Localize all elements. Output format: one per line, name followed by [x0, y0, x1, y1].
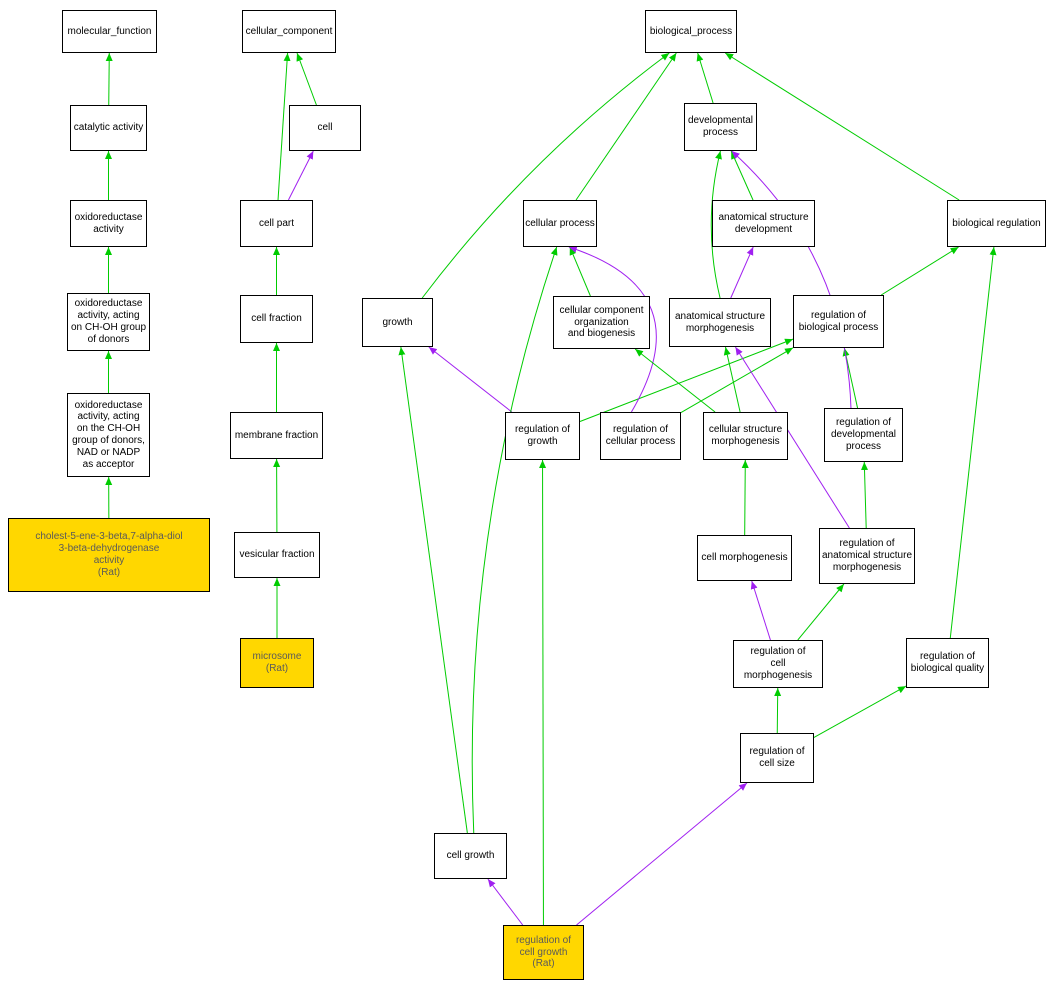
node-label: regulation of cellular process — [605, 424, 676, 447]
edge-rcm-rasm — [797, 583, 845, 641]
node-label: cell growth — [446, 850, 495, 862]
node-label: microsome (Rat) — [252, 651, 302, 674]
node-cproc[interactable]: cellular process — [523, 200, 597, 247]
node-rbp[interactable]: regulation of biological process — [793, 295, 884, 348]
edge-cg-growth — [398, 346, 468, 834]
node-cp[interactable]: cell part — [240, 200, 313, 247]
edge-rcg-rg — [539, 459, 547, 926]
edge-asm-asd — [730, 246, 754, 299]
edge-cg-cproc — [471, 246, 558, 834]
node-rg[interactable]: regulation of growth — [505, 412, 580, 460]
node-memf[interactable]: membrane fraction — [230, 412, 323, 459]
node-dp[interactable]: developmental process — [684, 103, 757, 151]
node-label: regulation of biological quality — [910, 651, 985, 674]
node-label: cellular process — [525, 217, 595, 229]
node-label: biological_process — [649, 25, 733, 37]
node-label: anatomical structure morphogenesis — [674, 310, 766, 334]
node-breg[interactable]: biological regulation — [947, 200, 1046, 247]
edge-rcp-cproc — [568, 246, 657, 413]
node-label: regulation of cell growth (Rat) — [515, 934, 572, 970]
node-rcp[interactable]: regulation of cellular process — [600, 412, 681, 460]
edge-rbq-breg — [949, 246, 997, 639]
node-label: cholest-5-ene-3-beta,7-alpha-diol 3-beta… — [35, 531, 183, 578]
node-label: regulation of developmental process — [830, 417, 897, 452]
edge-rasm-asm — [735, 346, 850, 529]
node-label: cellular structure morphogenesis — [708, 424, 783, 447]
node-label: catalytic activity — [73, 122, 144, 134]
node-cm[interactable]: cell morphogenesis — [697, 535, 792, 581]
node-label: growth — [382, 316, 413, 328]
node-cg[interactable]: cell growth — [434, 833, 507, 879]
edge-csm-ccob — [634, 348, 716, 413]
node-mf[interactable]: molecular_function — [62, 10, 157, 53]
node-label: anatomical structure development — [718, 211, 809, 235]
edge-cell-cc — [296, 52, 317, 106]
edge-rcm-cm — [750, 580, 771, 641]
node-cell[interactable]: cell — [289, 105, 361, 151]
node-chol[interactable]: cholest-5-ene-3-beta,7-alpha-diol 3-beta… — [8, 518, 210, 592]
edge-ccob-cproc — [569, 246, 591, 297]
edge-rasm-rdp — [861, 461, 869, 529]
node-label: regulation of growth — [514, 424, 571, 447]
edge-rcg-rcs — [576, 782, 748, 926]
node-label: regulation of cell size — [749, 746, 805, 769]
edge-cm-csm — [741, 459, 749, 536]
node-label: oxidoreductase activity — [74, 211, 143, 235]
edge-dp-bp — [696, 52, 714, 104]
edge-rcp-rbp — [680, 347, 794, 414]
node-oa_choh[interactable]: oxidoreductase activity, acting on CH-OH… — [67, 293, 150, 351]
node-ca[interactable]: catalytic activity — [70, 105, 147, 151]
node-label: oxidoreductase activity, acting on CH-OH… — [70, 298, 147, 345]
edge-rg-rbp — [579, 338, 794, 422]
node-rcm[interactable]: regulation of cell morphogenesis — [733, 640, 823, 688]
node-rbq[interactable]: regulation of biological quality — [906, 638, 989, 688]
node-growth[interactable]: growth — [362, 298, 433, 347]
edge-rg-growth — [428, 346, 513, 413]
node-ccob[interactable]: cellular component organization and biog… — [553, 296, 650, 349]
edge-rcs-rbq — [813, 685, 907, 738]
node-label: regulation of biological process — [798, 309, 879, 333]
node-label: molecular_function — [67, 25, 152, 37]
node-asm[interactable]: anatomical structure morphogenesis — [669, 298, 771, 347]
node-label: cell fraction — [251, 313, 302, 325]
node-bp[interactable]: biological_process — [645, 10, 737, 53]
node-label: cellular_component — [245, 25, 333, 37]
edge-cproc-bp — [575, 52, 677, 201]
edge-rdp-dp — [731, 150, 852, 409]
node-csm[interactable]: cellular structure morphogenesis — [703, 412, 788, 460]
edge-asd-dp — [730, 150, 754, 201]
node-cc[interactable]: cellular_component — [242, 10, 336, 53]
edge-rbp-breg — [880, 246, 959, 296]
node-label: oxidoreductase activity, acting on the C… — [72, 399, 145, 470]
node-micro[interactable]: microsome (Rat) — [240, 638, 314, 688]
node-vf[interactable]: vesicular fraction — [234, 532, 320, 578]
node-rcg[interactable]: regulation of cell growth (Rat) — [503, 925, 584, 980]
node-label: membrane fraction — [234, 429, 319, 441]
node-label: biological regulation — [952, 217, 1041, 229]
edge-breg-bp — [724, 52, 960, 201]
node-label: vesicular fraction — [239, 549, 315, 561]
edge-cp-cc — [277, 52, 291, 201]
node-label: developmental process — [687, 115, 754, 138]
node-rasm[interactable]: regulation of anatomical structure morph… — [819, 528, 915, 584]
edge-asm-dp — [710, 150, 722, 299]
node-label: cell part — [258, 217, 294, 229]
edge-ca-mf — [105, 52, 113, 106]
node-label: cell — [317, 122, 333, 134]
node-rcs[interactable]: regulation of cell size — [740, 733, 814, 783]
node-label: regulation of cell morphogenesis — [743, 646, 813, 681]
node-label: cell morphogenesis — [701, 552, 788, 564]
edge-growth-bp — [421, 52, 670, 299]
edge-csm-asm — [723, 346, 741, 413]
node-oa[interactable]: oxidoreductase activity — [70, 200, 147, 247]
node-rdp[interactable]: regulation of developmental process — [824, 408, 903, 462]
node-label: regulation of anatomical structure morph… — [821, 538, 913, 573]
node-asd[interactable]: anatomical structure development — [712, 200, 815, 247]
node-label: cellular component organization and biog… — [559, 304, 644, 340]
node-oa_nad[interactable]: oxidoreductase activity, acting on the C… — [67, 393, 150, 477]
edge-rcg-cg — [487, 878, 524, 926]
edge-cp-cell — [287, 150, 314, 201]
node-cf[interactable]: cell fraction — [240, 295, 313, 343]
